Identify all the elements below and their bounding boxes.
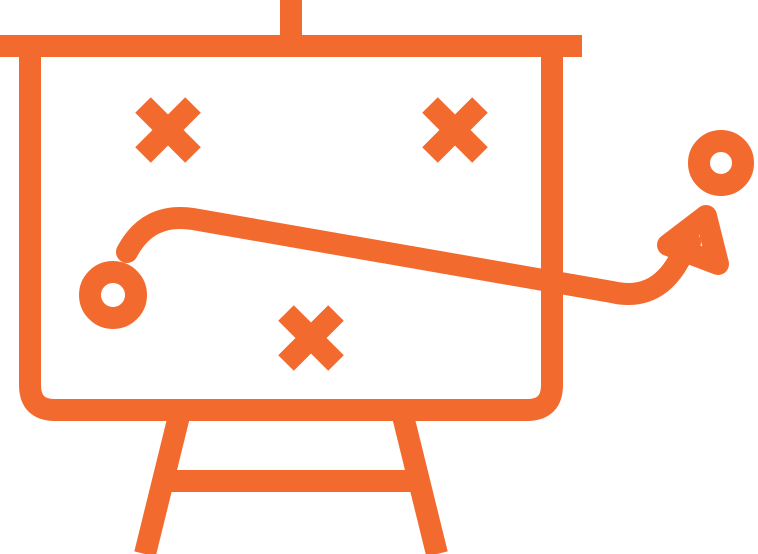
x-mark-icon: [422, 97, 488, 163]
x-mark-icon: [278, 305, 344, 371]
easel-leg-right: [391, 409, 448, 554]
circle-icon: [688, 130, 754, 196]
circle-icon: [79, 261, 147, 329]
board-frame: [19, 46, 563, 421]
play-path: [116, 207, 701, 305]
x-mark-icon: [135, 97, 201, 163]
easel-leg-left: [134, 409, 191, 554]
arrow-head-icon: [657, 205, 729, 275]
